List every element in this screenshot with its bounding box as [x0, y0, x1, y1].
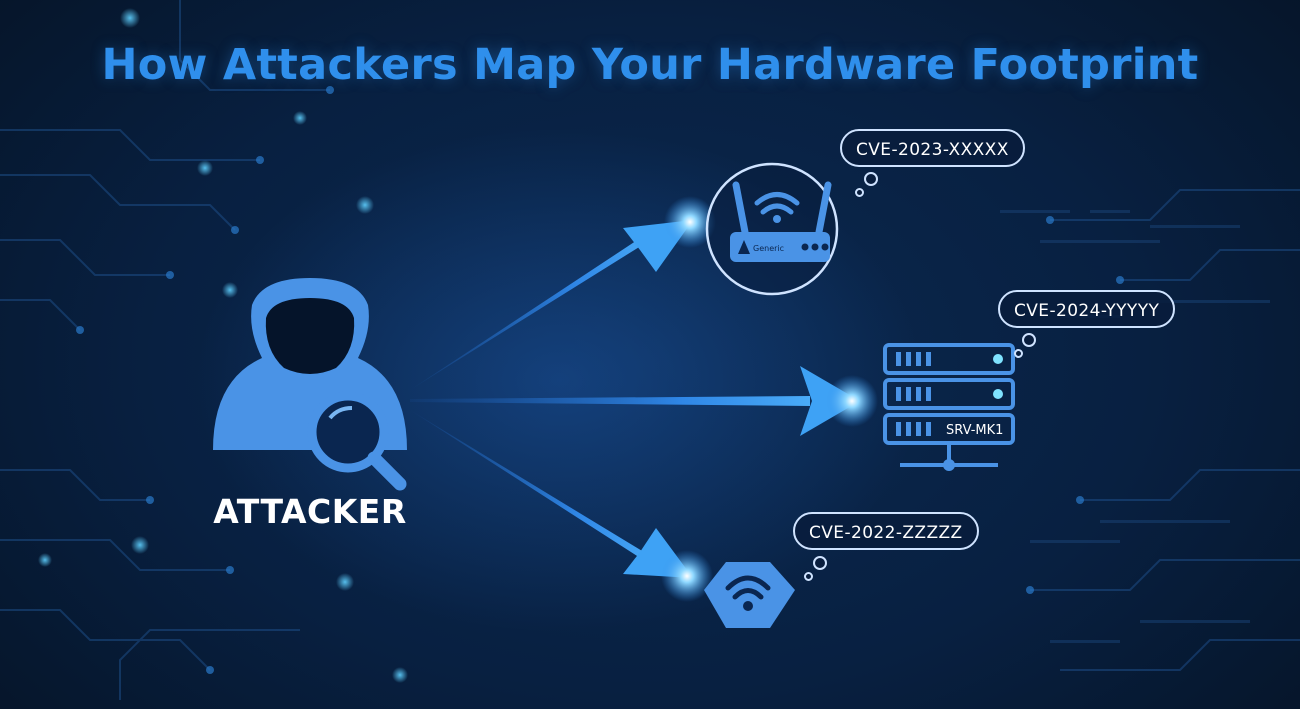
glow-dots: [38, 8, 408, 683]
thought-dot: [1014, 349, 1023, 358]
hooded-attacker-icon: [213, 278, 407, 491]
router-brand-label: Generic: [753, 244, 784, 253]
arrow-to-router: [410, 196, 716, 390]
cve-bubble-router: CVE-2023-XXXXX: [840, 129, 1025, 167]
arrow-to-server: [410, 366, 878, 436]
cve-bubble-iot-hub: CVE-2022-ZZZZZ: [793, 512, 979, 550]
cve-bubble-server: CVE-2024-YYYYY: [998, 290, 1176, 328]
thought-dot: [1022, 333, 1036, 347]
circuit-nodes: [76, 86, 1124, 674]
wifi-hexagon-icon: [704, 562, 795, 628]
data-bars: [1000, 210, 1270, 643]
thought-dot: [813, 556, 827, 570]
thought-dot: [864, 172, 878, 186]
diagram-title: How Attackers Map Your Hardware Footprin…: [101, 40, 1199, 90]
server-rack-icon: [883, 343, 1015, 471]
server-device-label: SRV-MK1: [946, 423, 1003, 438]
arrow-to-iot-hub: [410, 410, 713, 602]
thought-dot: [804, 572, 813, 581]
attacker-label: ATTACKER: [213, 492, 407, 531]
wifi-router-icon: [705, 162, 839, 296]
thought-dot: [855, 188, 864, 197]
